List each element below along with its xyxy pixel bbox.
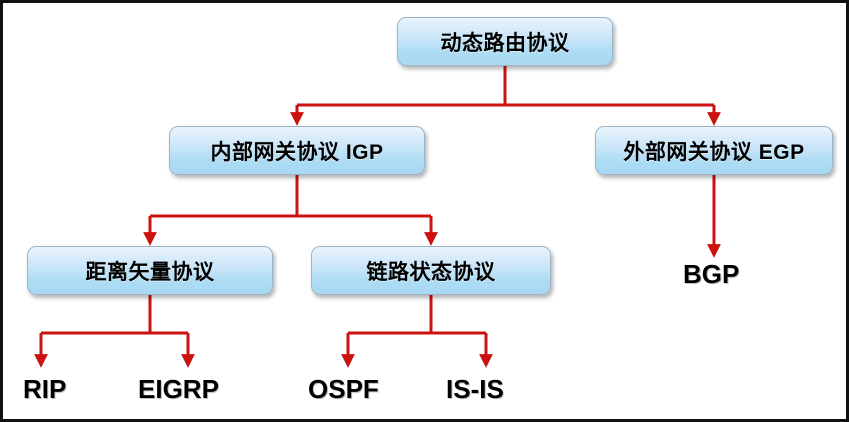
node-label: 内部网关协议 IGP <box>210 140 384 164</box>
leaf-rip: RIP <box>23 374 67 404</box>
node-label: 距离矢量协议 <box>85 260 215 284</box>
node-label: 外部网关协议 EGP <box>623 140 805 164</box>
node-distance-vector-protocol[interactable]: 距离矢量协议 <box>27 246 273 295</box>
node-label: 链路状态协议 <box>366 260 496 284</box>
node-dynamic-routing-protocol[interactable]: 动态路由协议 <box>397 17 613 66</box>
node-label: 动态路由协议 <box>440 31 570 55</box>
leaf-bgp: BGP <box>683 259 740 289</box>
node-exterior-gateway-protocol[interactable]: 外部网关协议 EGP <box>595 126 833 175</box>
leaf-ospf: OSPF <box>308 374 379 404</box>
node-link-state-protocol[interactable]: 链路状态协议 <box>311 246 551 295</box>
leaf-eigrp: EIGRP <box>138 374 219 404</box>
leaf-isis: IS-IS <box>446 374 504 404</box>
node-interior-gateway-protocol[interactable]: 内部网关协议 IGP <box>169 126 425 175</box>
